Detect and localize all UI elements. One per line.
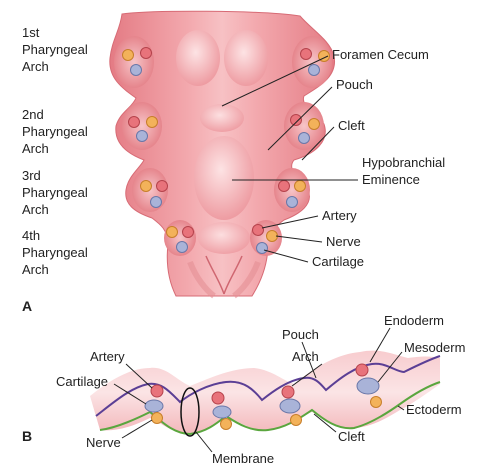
arch-components: [122, 47, 330, 254]
leader-nerve-b: [121, 419, 153, 439]
panel-b-drawing: [90, 327, 441, 453]
leader-mesoderm: [377, 351, 403, 383]
leader-cleft-a: [301, 126, 335, 161]
arch1-left-section: [114, 36, 154, 88]
epiglottis-swelling: [198, 222, 250, 254]
lateral-lingual-swelling-left: [176, 30, 220, 86]
label-pouch-a: Pouch: [336, 77, 373, 92]
copula-swelling: [200, 104, 244, 132]
hypobranchial-eminence-shape: [194, 136, 254, 220]
label-cleft-a: Cleft: [338, 118, 365, 133]
label-endoderm: Endoderm: [384, 313, 444, 328]
label-foramen-cecum: Foramen Cecum: [332, 47, 429, 62]
arch2-right-section: [284, 102, 324, 150]
label-artery-a: Artery: [322, 208, 357, 223]
leader-cleft-b: [313, 413, 337, 433]
label-cartilage-b: Cartilage: [56, 374, 108, 389]
tissue-sheet: [90, 350, 440, 434]
leader-artery-a: [261, 215, 319, 229]
leader-pouch-a: [267, 86, 333, 151]
leader-membrane: [195, 431, 213, 453]
leader-cartilage-a: [263, 249, 309, 263]
lateral-lingual-swelling-right: [224, 30, 268, 86]
label-arch-b: Arch: [292, 349, 319, 364]
leader-cartilage-b: [113, 383, 147, 405]
panel-a-drawing: [109, 10, 358, 299]
label-artery-b: Artery: [90, 349, 125, 364]
label-1st-arch: 1st Pharyngeal Arch: [22, 25, 91, 74]
arch3-right-section: [274, 168, 310, 212]
label-4th-arch: 4th Pharyngeal Arch: [22, 228, 91, 277]
panel-b-components: [144, 363, 382, 430]
panel-a-label: A: [22, 298, 32, 314]
label-mesoderm: Mesoderm: [404, 340, 465, 355]
leader-ectoderm: [397, 405, 405, 411]
label-2nd-arch: 2nd Pharyngeal Arch: [22, 107, 91, 156]
laryngeal-groove: [205, 255, 243, 295]
label-3rd-arch: 3rd Pharyngeal Arch: [22, 168, 91, 217]
label-pouch-b: Pouch: [282, 327, 319, 342]
leader-foramen-cecum: [221, 55, 329, 107]
membrane-ring: [180, 387, 200, 437]
label-cartilage-a: Cartilage: [312, 254, 364, 269]
label-hypobranchial: Hypobranchial Eminence: [362, 155, 449, 187]
arch2-left-section: [122, 102, 162, 150]
leader-pouch-b: [301, 341, 317, 379]
label-ectoderm: Ectoderm: [406, 402, 462, 417]
arch1-right-section: [292, 36, 332, 88]
leader-arch-b: [291, 363, 323, 387]
leader-artery-b: [125, 363, 153, 389]
leader-nerve-a: [275, 235, 323, 243]
label-nerve-a: Nerve: [326, 234, 361, 249]
label-cleft-b: Cleft: [338, 429, 365, 444]
label-membrane: Membrane: [212, 451, 274, 466]
label-nerve-b: Nerve: [86, 435, 121, 450]
laryngeal-folds: [187, 260, 261, 299]
panel-b-label: B: [22, 428, 32, 444]
leader-endoderm: [369, 327, 391, 363]
